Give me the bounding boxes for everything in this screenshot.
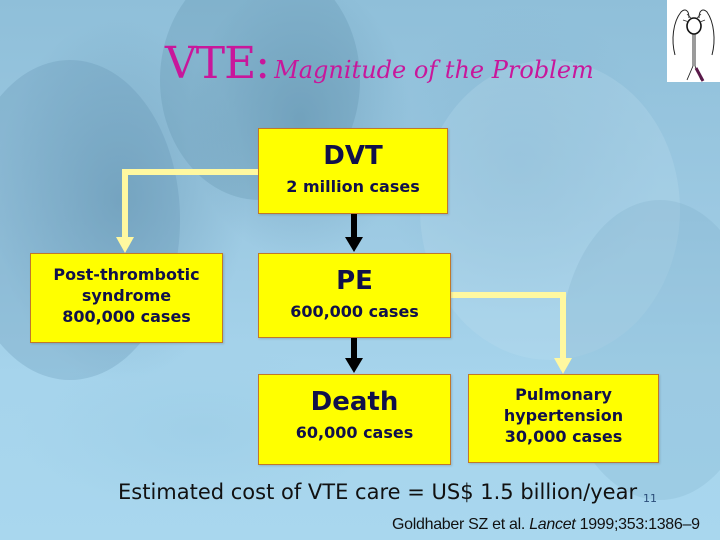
citation: Goldhaber SZ et al. Lancet 1999;353:1386… — [392, 516, 700, 534]
page-number: 11 — [643, 492, 657, 505]
ph-line-1: Pulmonary — [515, 385, 612, 404]
pts-line-1: Post-thrombotic — [53, 265, 200, 284]
arrowhead-dvt-to-pe-icon — [345, 237, 363, 252]
connector-pe-to-ph-vertical — [560, 292, 566, 358]
slide-title: VTE: Magnitude of the Problem — [165, 38, 594, 89]
ph-cases: 30,000 cases — [504, 427, 623, 446]
lungs-heart-illustration-icon — [667, 0, 720, 82]
citation-details: 1999;353:1386–9 — [579, 516, 700, 533]
arrow-pe-to-death-shaft — [351, 337, 357, 359]
ph-line-2: hypertension — [503, 406, 624, 425]
death-cases: 60,000 cases — [295, 423, 414, 442]
connector-dvt-to-pts — [122, 169, 258, 175]
title-subtitle: Magnitude of the Problem — [274, 56, 594, 84]
pts-cases: 800,000 cases — [62, 307, 191, 326]
cost-statement: Estimated cost of VTE care = US$ 1.5 bil… — [118, 480, 638, 504]
title-main: VTE: — [165, 38, 270, 89]
post-thrombotic-box: Post-thrombotic syndrome 800,000 cases — [30, 253, 223, 343]
background-photo-shape — [420, 60, 680, 360]
pe-cases: 600,000 cases — [290, 302, 419, 321]
lungs-heart-svg — [672, 9, 715, 82]
citation-journal: Lancet — [529, 516, 576, 533]
dvt-cases: 2 million cases — [286, 177, 420, 196]
pe-box: PE 600,000 cases — [258, 253, 451, 338]
citation-authors: Goldhaber SZ et al. — [392, 516, 526, 533]
pulmonary-hypertension-box: Pulmonary hypertension 30,000 cases — [468, 374, 659, 463]
pts-line-2: syndrome — [81, 286, 172, 305]
death-box: Death 60,000 cases — [258, 374, 451, 465]
arrow-dvt-to-pe-shaft — [351, 213, 357, 237]
connector-dvt-to-pts-vertical — [122, 169, 128, 239]
dvt-box: DVT 2 million cases — [258, 128, 448, 214]
connector-pe-to-ph — [450, 292, 566, 298]
arrowhead-to-ph-icon — [554, 358, 572, 374]
arrowhead-to-pts-icon — [116, 237, 134, 253]
dvt-label: DVT — [323, 141, 383, 171]
arrowhead-pe-to-death-icon — [345, 358, 363, 373]
pe-label: PE — [336, 266, 373, 296]
death-label: Death — [310, 387, 399, 417]
